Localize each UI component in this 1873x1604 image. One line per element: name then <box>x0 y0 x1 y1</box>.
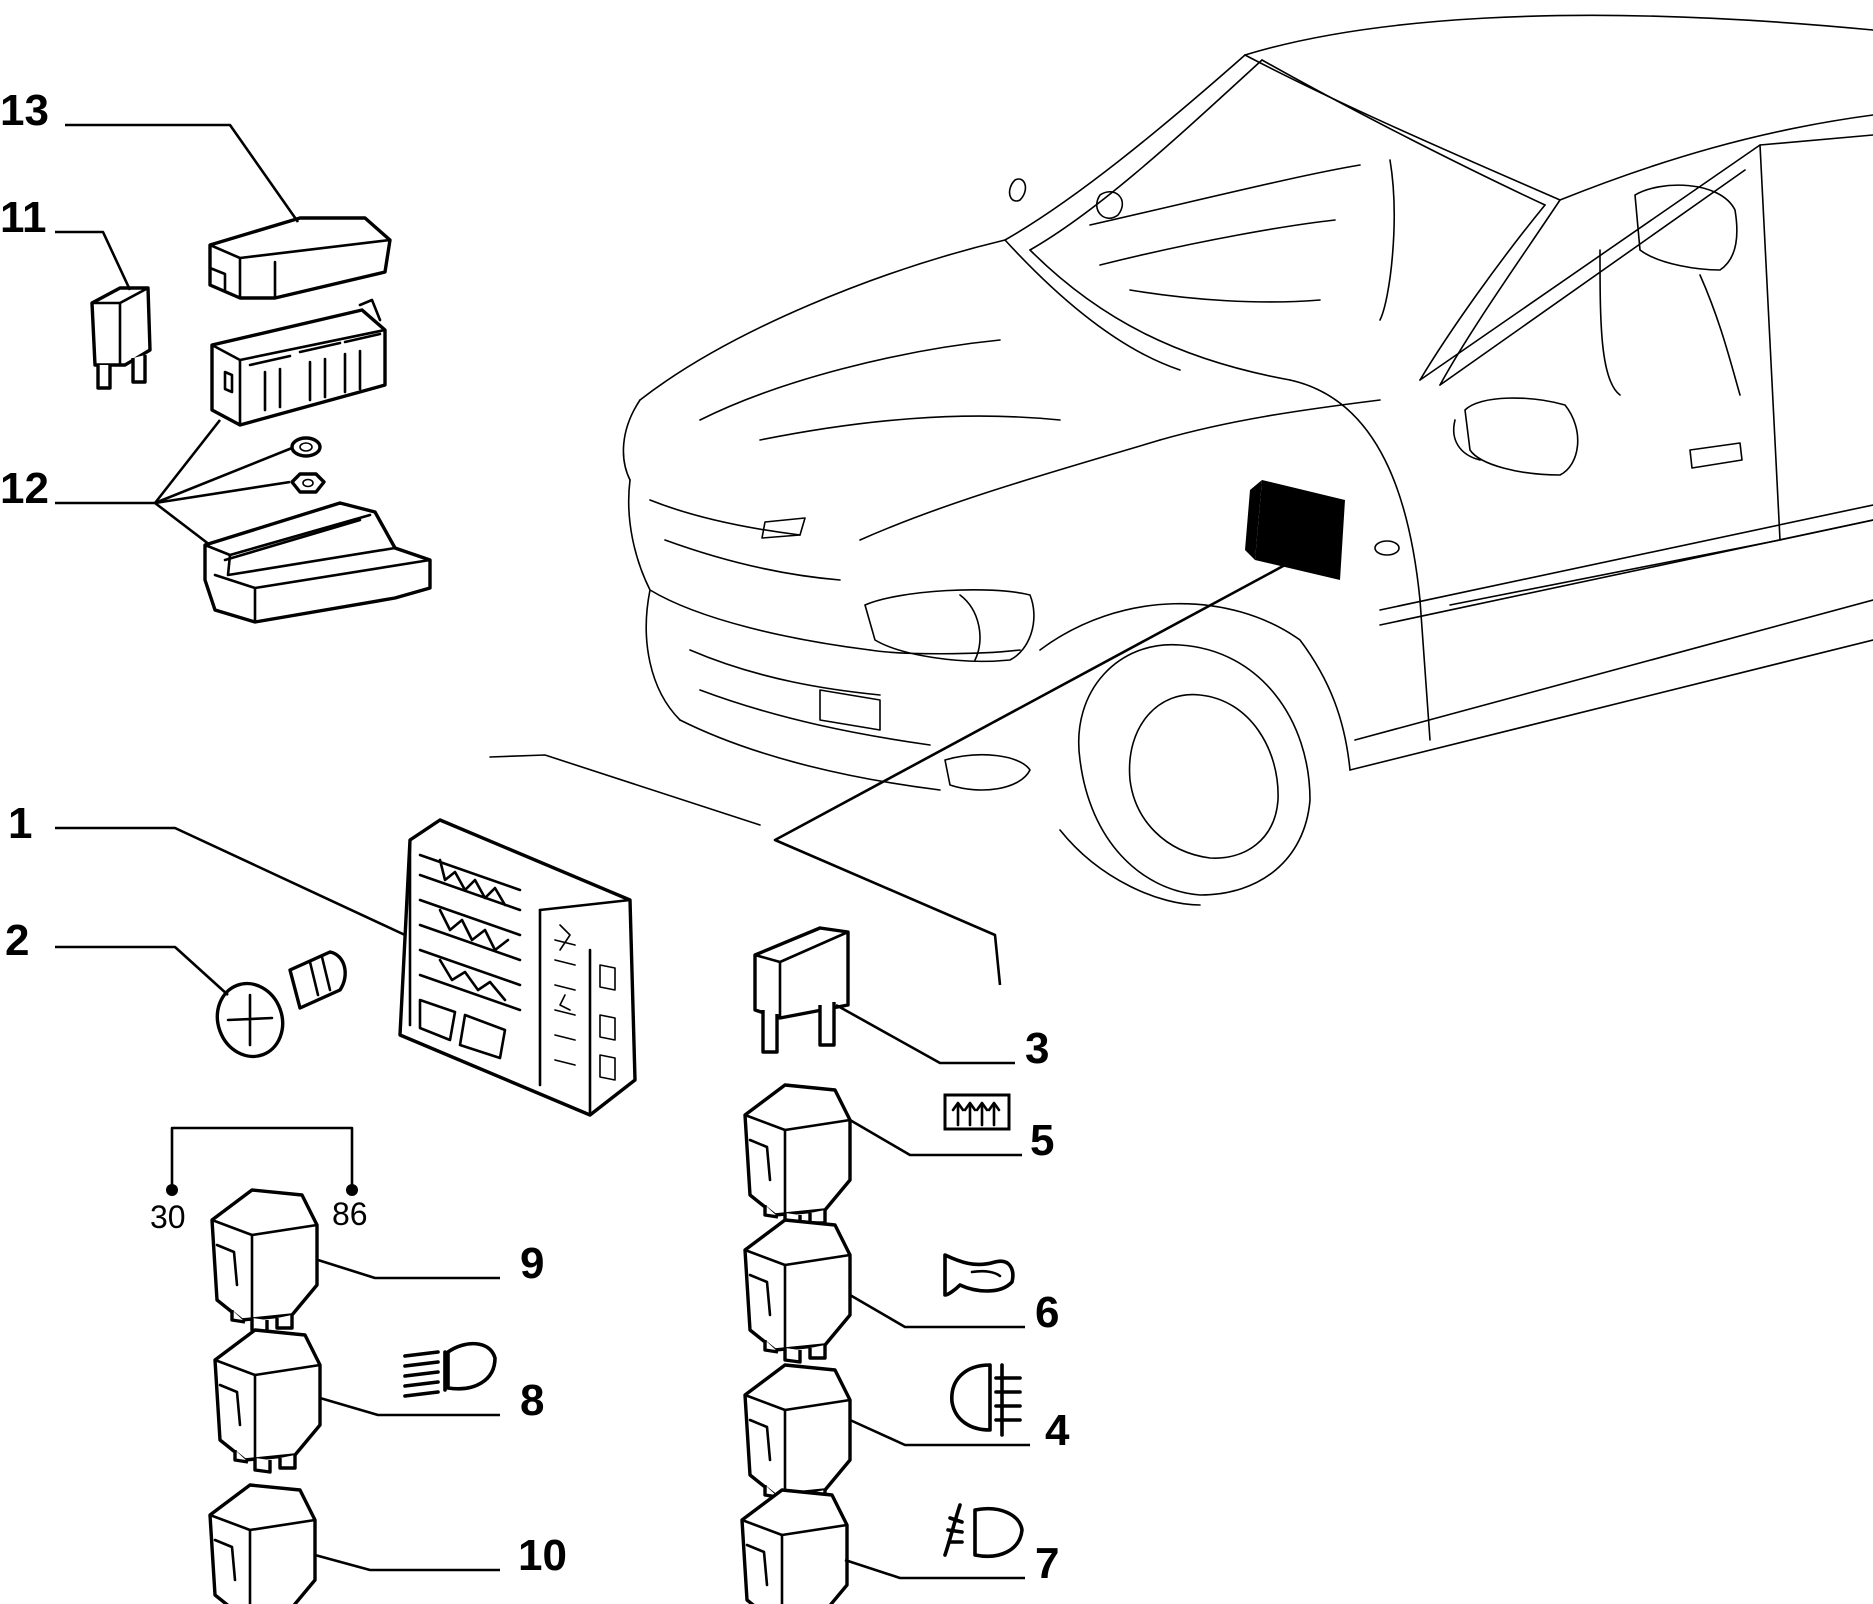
terminal-86-label: 86 <box>332 1196 368 1232</box>
callout-7: 7 <box>1035 1539 1059 1588</box>
callout-11: 11 <box>0 193 47 242</box>
callout-4: 4 <box>1045 1406 1070 1455</box>
callout-3: 3 <box>1025 1024 1049 1073</box>
callout-2: 2 <box>5 916 29 965</box>
callout-10: 10 <box>518 1531 567 1580</box>
callout-13: 13 <box>0 86 49 135</box>
part-12-fusebox-base <box>55 298 432 624</box>
terminal-30-label: 30 <box>150 1199 186 1235</box>
part-7-rear-fog-light-relay <box>740 1488 1025 1604</box>
part-10-relay <box>208 1483 500 1604</box>
part-2-screw <box>55 945 347 1059</box>
part-3-maxi-fuse <box>753 926 1015 1065</box>
part-1-fuse-relay-unit <box>55 818 637 1117</box>
relay-terminal-bracket <box>166 1126 358 1196</box>
part-9-relay <box>166 1126 500 1334</box>
car-outline <box>489 14 1873 986</box>
part-6-horn-relay <box>743 1218 1025 1364</box>
callout-1: 1 <box>8 799 32 848</box>
high-beam-icon <box>403 1341 497 1398</box>
horn-icon <box>943 1253 1015 1297</box>
fog-light-icon <box>950 1363 1022 1437</box>
rear-fog-light-icon <box>943 1503 1024 1558</box>
callout-12: 12 <box>0 464 49 513</box>
callout-6: 6 <box>1035 1288 1059 1337</box>
part-11-blade-fuse <box>55 230 152 390</box>
rear-window-defrost-icon <box>943 1093 1011 1131</box>
callout-8: 8 <box>520 1376 544 1425</box>
callout-9: 9 <box>520 1239 544 1288</box>
part-4-fog-light-relay <box>743 1363 1030 1509</box>
part-8-high-beam-relay <box>213 1328 500 1474</box>
callout-5: 5 <box>1030 1116 1054 1165</box>
part-13-fusebox-cover <box>65 123 392 300</box>
part-5-rear-defrost-relay <box>743 1083 1022 1229</box>
